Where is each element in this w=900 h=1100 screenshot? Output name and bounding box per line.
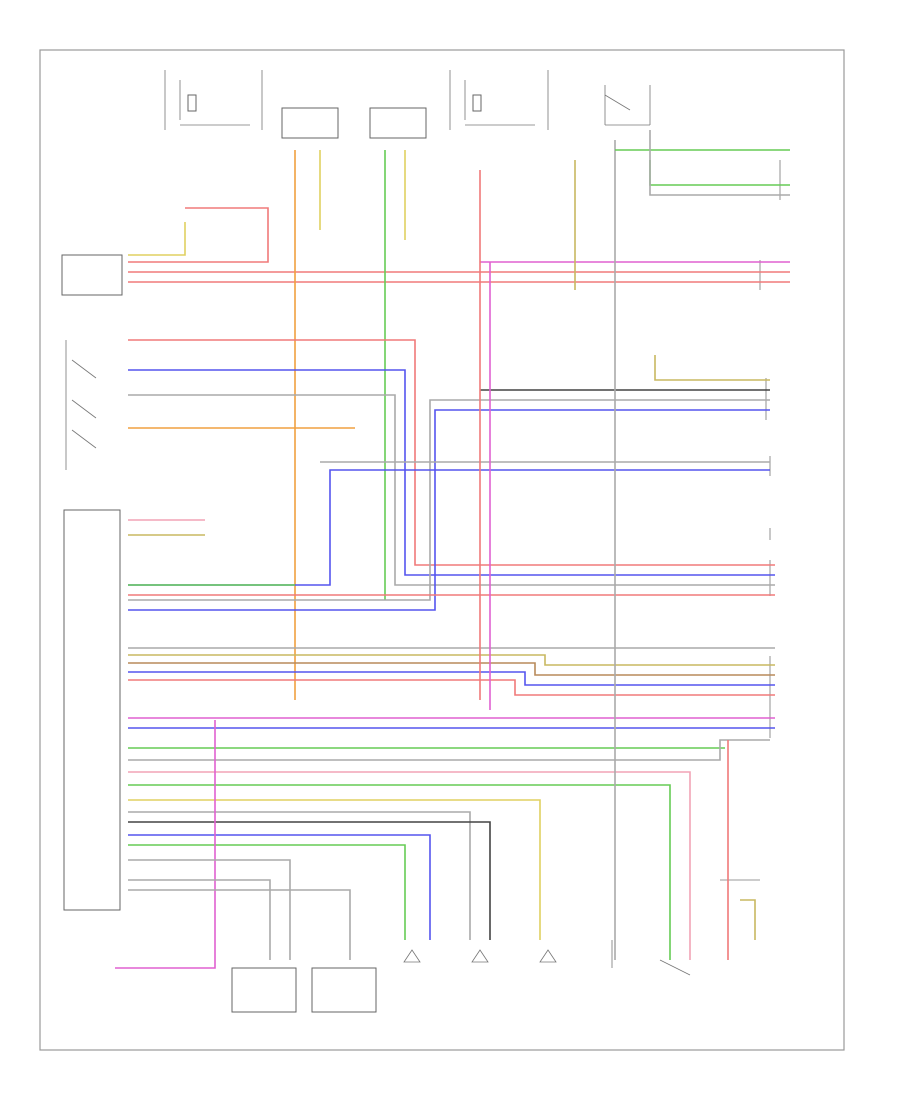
wire-yellow [128,222,186,256]
wire-gray [128,889,351,960]
wire-gray [128,739,770,761]
wire-gray [128,811,471,940]
wire-green [128,784,671,960]
left-main-module [63,509,121,911]
wire-blue [128,469,770,586]
wire-gray [128,879,271,960]
sensor-module-1 [281,107,339,139]
wire-green [128,844,406,940]
fuse-block-left [164,70,263,130]
sensor-module-2 [369,107,427,139]
wire-magenta [115,720,216,969]
left-upper-module [61,254,123,296]
wire-olive [128,654,775,666]
switch-top-right [604,85,651,126]
wire-black [128,821,491,940]
wire-blue [128,671,775,686]
wire-blue [128,409,770,611]
wire-olive [740,899,756,940]
fuse-block-right [449,70,549,130]
wire-gray [649,130,790,196]
bottom-module-1 [231,967,297,1013]
wire-blue [128,369,775,576]
wire-gray [128,394,775,586]
wire-pink [128,771,691,960]
wire-red [128,339,775,566]
left-switch-assembly [65,340,97,470]
wire-red [128,679,775,696]
wire-gray [128,859,291,960]
bottom-sensors [403,879,760,976]
wire-harness [115,130,790,969]
diagram-frame [39,49,845,1051]
wire-gray [128,399,770,601]
wire-blue [128,834,431,940]
bottom-module-2 [311,967,377,1013]
wire-red [128,207,269,263]
right-connector-labels [759,160,781,738]
wire-yellow [128,799,541,940]
wire-olive [654,355,770,381]
wire-brown [128,662,775,676]
wire-green [649,160,790,186]
